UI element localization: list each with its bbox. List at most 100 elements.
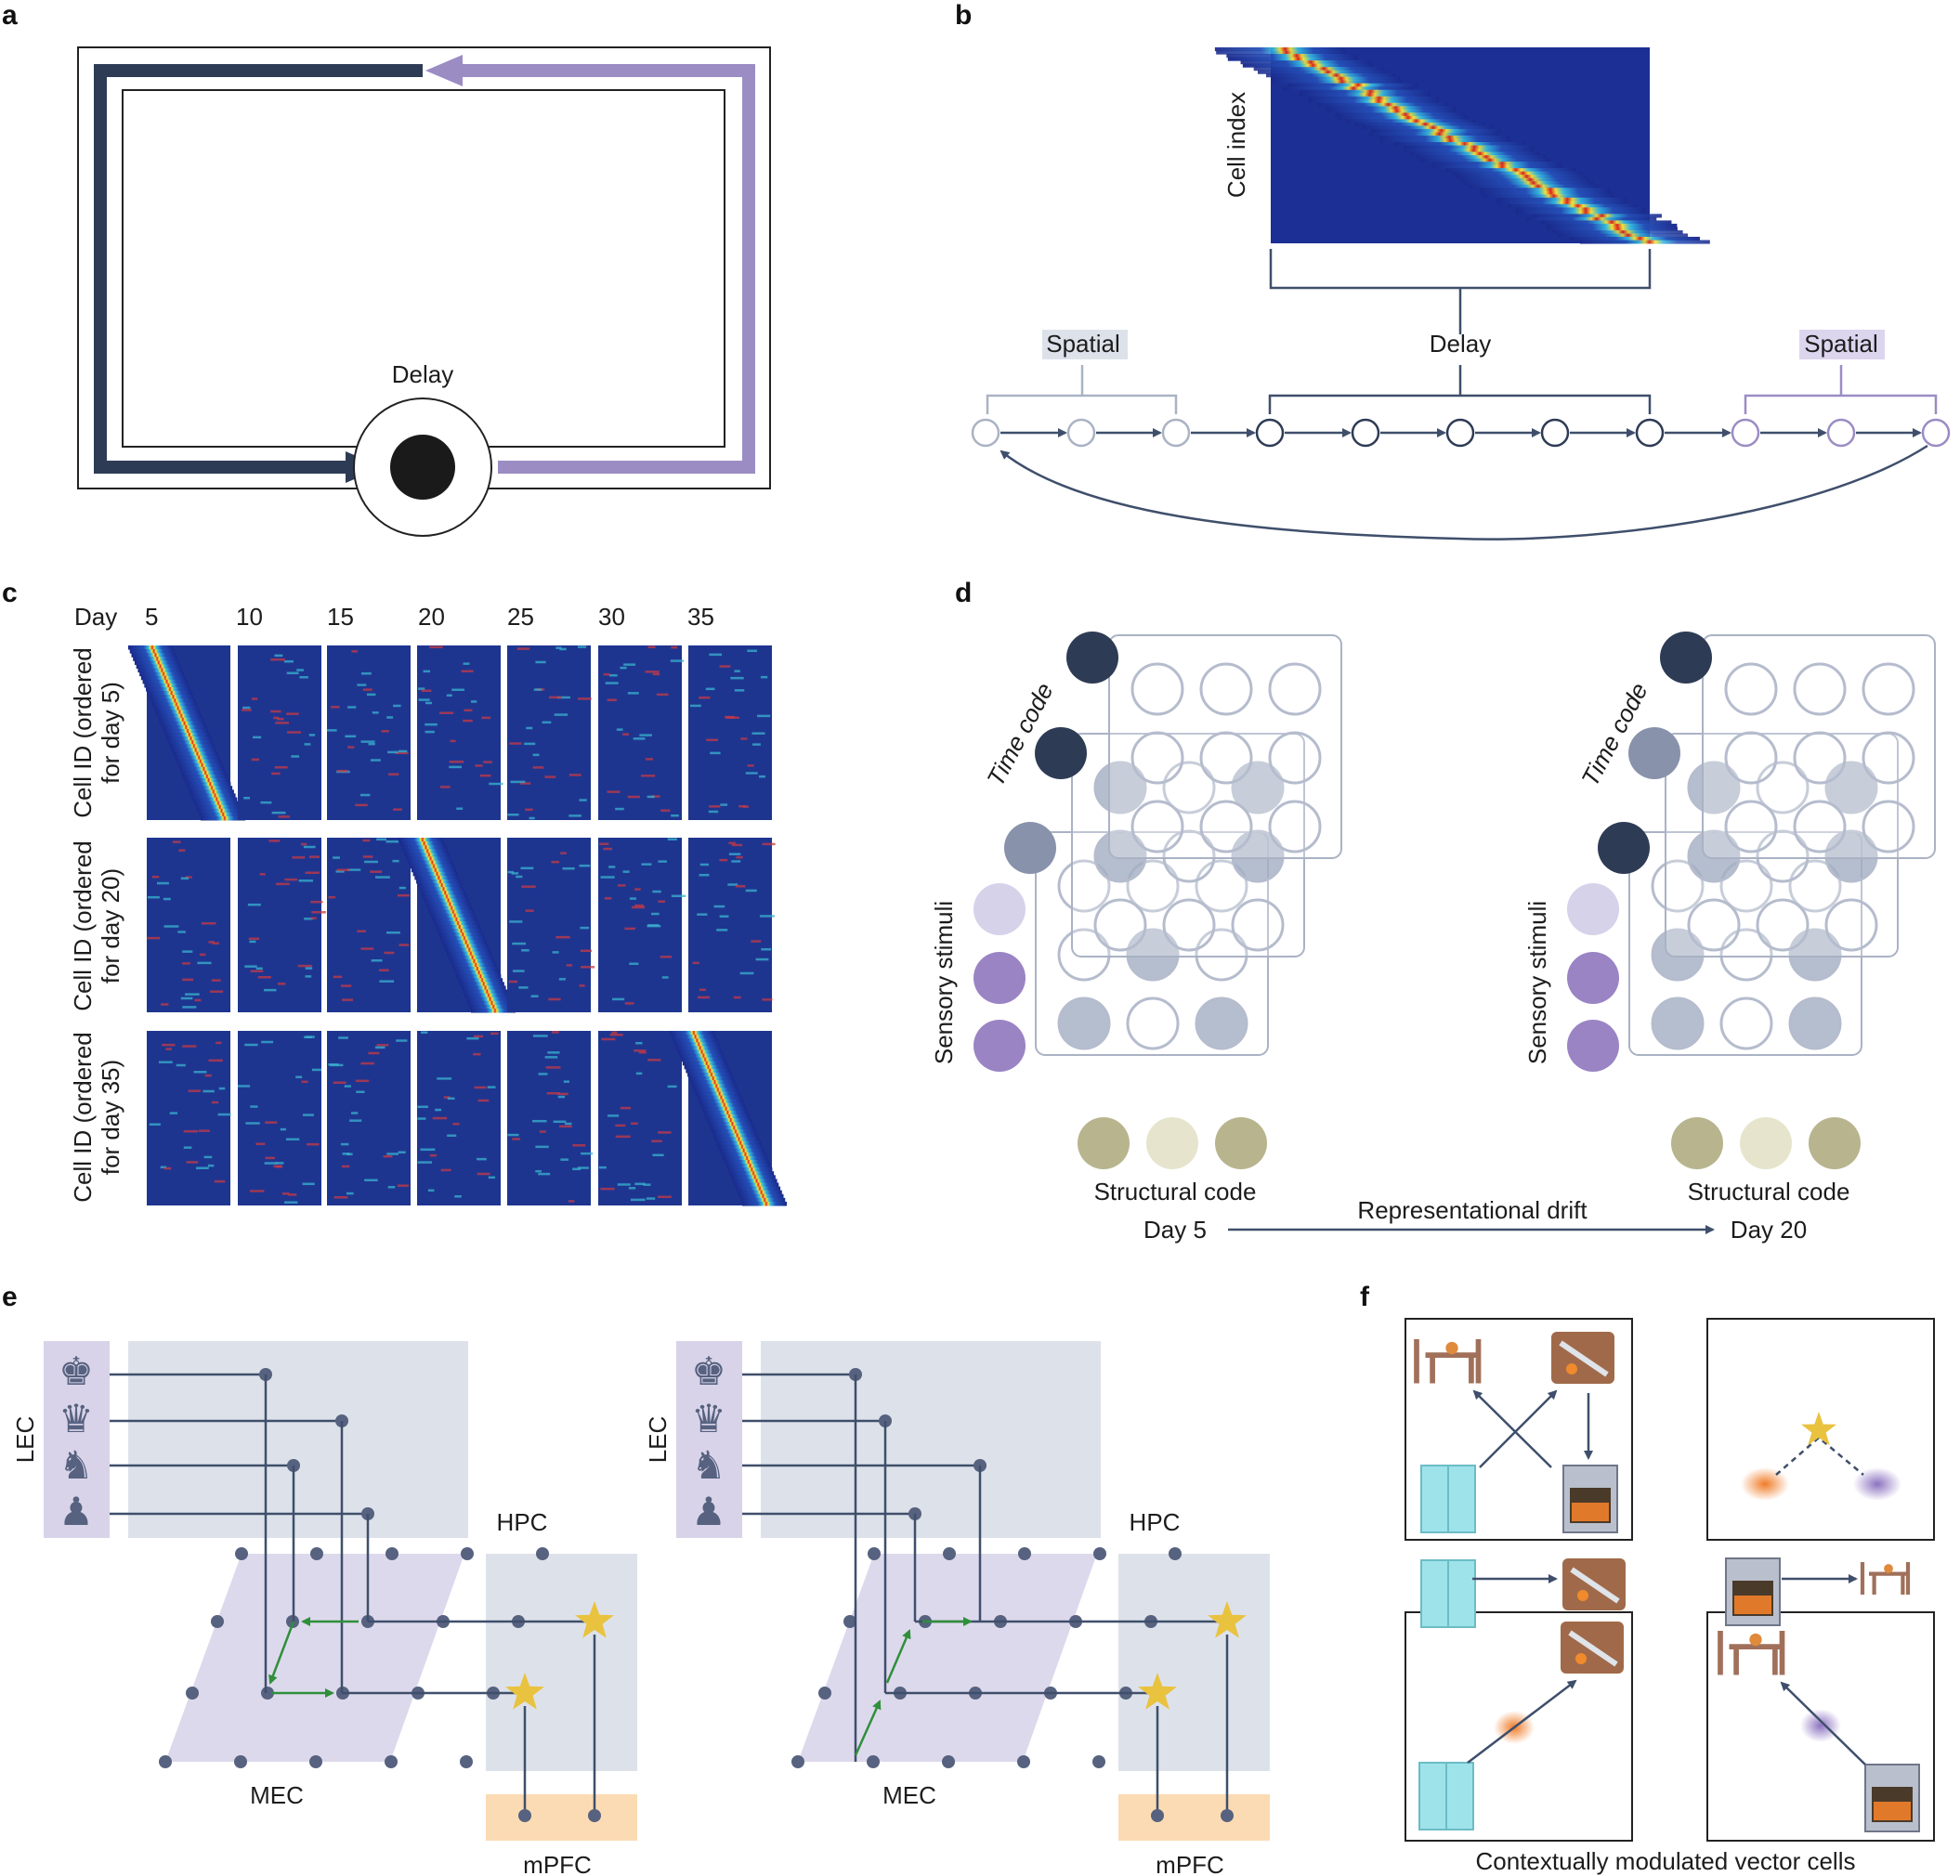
drift-scatter-mark	[488, 1176, 496, 1179]
svg-text:for day 5): for day 5)	[97, 682, 124, 784]
heatmap-row	[1368, 132, 1499, 137]
drift-scatter-mark	[634, 1182, 646, 1186]
drift-scatter-mark	[214, 1179, 226, 1183]
drift-sequence-band	[192, 797, 238, 802]
drift-scatter-mark	[643, 1183, 651, 1186]
drift-scatter-mark	[507, 814, 519, 816]
drift-scatter-mark	[270, 710, 281, 713]
day-30: 30	[598, 603, 625, 631]
drift-scatter-mark	[376, 1044, 389, 1047]
drift-scatter-mark	[617, 884, 626, 887]
drift-scatter-mark	[456, 807, 464, 810]
drift-sequence-band	[732, 1179, 777, 1183]
heatmap-row	[1404, 149, 1535, 153]
drift-sequence-band	[166, 736, 212, 741]
mec-grid-node	[818, 1687, 831, 1700]
drift-heatmap-tile	[598, 645, 682, 820]
drift-sequence-band	[701, 1106, 747, 1112]
drift-scatter-mark	[275, 1166, 282, 1168]
drift-scatter-mark	[176, 1063, 186, 1067]
drift-scatter-mark	[598, 1166, 607, 1169]
fridge-icon	[1420, 1559, 1476, 1628]
drift-scatter-mark	[265, 1121, 278, 1124]
drift-scatter-mark	[305, 871, 320, 874]
code-stack-day20	[1567, 632, 1936, 1169]
drift-scatter-mark	[427, 1189, 435, 1192]
drift-sequence-band	[184, 778, 229, 783]
drift-scatter-mark	[185, 993, 200, 996]
drift-scatter-mark	[253, 736, 262, 739]
drift-scatter-mark	[516, 875, 523, 879]
mec-label: MEC	[250, 1781, 304, 1809]
drift-sequence-band	[146, 686, 191, 692]
code-unit	[1126, 997, 1180, 1050]
structural-code-unit	[1809, 1117, 1861, 1169]
mpfc-projection	[1156, 1635, 1229, 1816]
chess-piece-column	[676, 1341, 742, 1538]
heatmap-row	[1226, 54, 1357, 59]
code-unit	[1651, 997, 1705, 1050]
code-unit	[1057, 928, 1111, 982]
drift-sequence-band	[723, 1155, 768, 1161]
drift-scatter-mark	[274, 654, 283, 658]
drift-scatter-mark	[349, 1119, 362, 1122]
drift-sequence-band	[199, 812, 244, 817]
drift-scatter-mark	[161, 1003, 169, 1006]
row-label-day20: Cell ID (ordered for day 20)	[69, 840, 124, 1011]
heatmap-row	[1483, 194, 1614, 199]
drift-scatter-mark	[251, 697, 258, 700]
delay-bracket	[1268, 365, 1652, 414]
drift-scatter-mark	[331, 706, 340, 709]
code-unit	[1687, 761, 1741, 814]
drift-scatter-mark	[399, 944, 410, 946]
drift-scatter-mark	[388, 773, 399, 775]
drift-sequence-band	[424, 898, 469, 903]
panel-f: f Contextually modulated vector cells	[1360, 1282, 1935, 1875]
drift-scatter-mark	[440, 1168, 451, 1172]
code-unit	[1719, 997, 1773, 1050]
code-unit	[1093, 829, 1147, 883]
drift-scatter-mark	[604, 897, 612, 900]
drift-scatter-mark	[395, 751, 409, 755]
heatmap-row	[1496, 197, 1627, 202]
drift-scatter-mark	[762, 998, 773, 1001]
drift-scatter-mark	[204, 1074, 212, 1077]
drift-scatter-mark	[745, 772, 758, 775]
drift-scatter-mark	[177, 931, 186, 933]
drift-scatter-mark	[509, 920, 523, 923]
drift-sequence-band	[716, 1140, 762, 1146]
fridge-icon	[1418, 1762, 1474, 1830]
svg-text:Cell ID (ordered: Cell ID (ordered	[69, 1032, 97, 1203]
drift-scatter-mark	[651, 795, 660, 798]
drift-scatter-mark	[208, 941, 215, 944]
drift-scatter-mark	[351, 1112, 359, 1114]
drift-heatmap-tile	[598, 1031, 682, 1205]
drift-scatter-mark	[461, 670, 474, 673]
drift-scatter-mark	[283, 659, 294, 663]
drift-scatter-mark	[274, 766, 288, 769]
drift-scatter-mark	[335, 870, 345, 873]
drift-scatter-mark	[182, 1045, 197, 1048]
drift-scatter-mark	[512, 1138, 521, 1140]
code-unit	[1824, 898, 1878, 952]
mec-grid-node	[309, 1755, 322, 1768]
drift-scatter-mark	[660, 809, 671, 812]
mpfc-label: mPFC	[523, 1851, 592, 1876]
drift-sequence-band	[736, 1186, 781, 1192]
drift-scatter-mark	[740, 737, 748, 740]
drift-heatmap-tile	[507, 838, 591, 1012]
drift-scatter-mark	[521, 885, 536, 888]
drift-scatter-mark	[521, 949, 529, 952]
drift-scatter-mark	[207, 1164, 215, 1167]
drift-scatter-mark	[356, 1090, 365, 1094]
drift-scatter-mark	[658, 1195, 672, 1199]
drift-scatter-mark	[418, 698, 430, 701]
drift-scatter-mark	[249, 940, 256, 944]
drift-scatter-mark	[638, 1051, 647, 1054]
drift-scatter-mark	[624, 1002, 634, 1005]
mpfc-region-box	[486, 1794, 637, 1841]
heatmap-row	[1326, 109, 1457, 113]
drift-sequence-band	[670, 1031, 714, 1036]
drift-sequence-band	[176, 759, 221, 764]
